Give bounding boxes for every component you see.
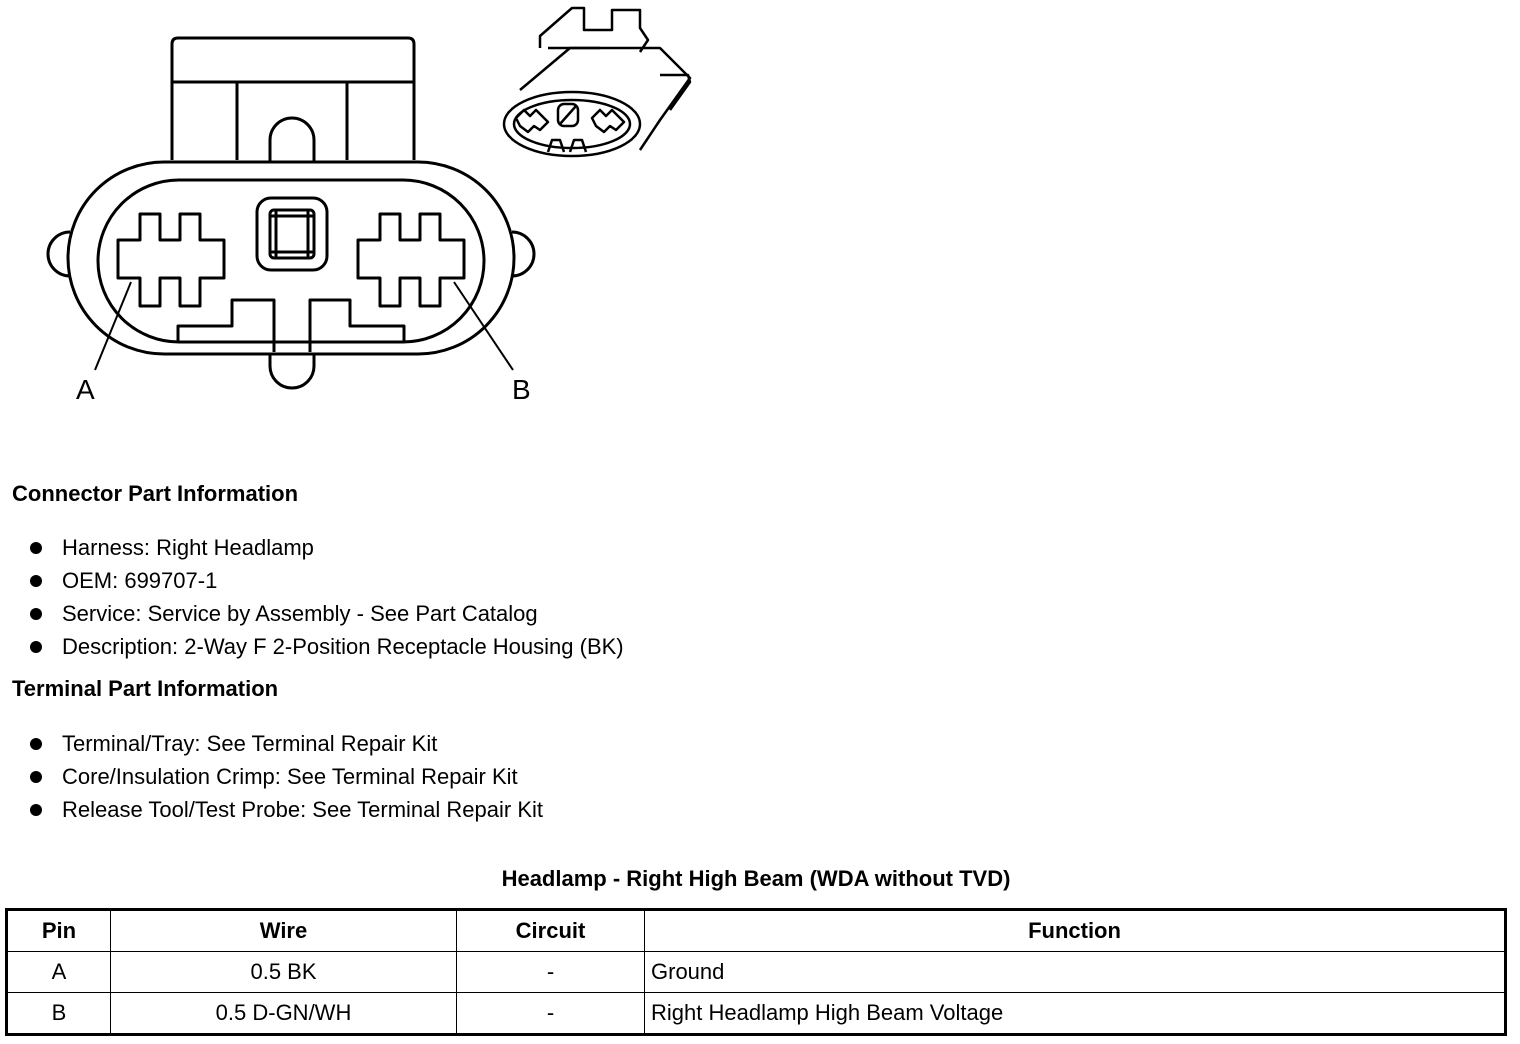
table-row: A 0.5 BK - Ground: [6, 951, 1506, 993]
center-key-outer: [255, 196, 329, 272]
oem-text: OEM: 699707-1: [62, 568, 218, 593]
wire-cell: 0.5 BK: [110, 951, 457, 993]
bullet-icon: [30, 641, 42, 653]
harness-text: Harness: Right Headlamp: [62, 535, 314, 560]
leader-line-b: [453, 281, 514, 371]
pin-cell: A: [6, 951, 111, 993]
terminal-a-cavity: [116, 212, 226, 308]
left-ear: [46, 230, 71, 278]
center-key-inner: [268, 208, 316, 260]
terminal-b-label: B: [512, 374, 531, 405]
list-item: Description: 2-Way F 2-Position Receptac…: [30, 630, 624, 663]
circuit-cell: -: [456, 992, 645, 1035]
table-header-row: Pin Wire Circuit Function: [6, 909, 1506, 952]
bottom-bump: [268, 352, 316, 390]
service-text: Service: Service by Assembly - See Part …: [62, 601, 538, 626]
latch-housing: [170, 36, 416, 160]
list-item: Core/Insulation Crimp: See Terminal Repa…: [30, 760, 543, 793]
wire-column-header: Wire: [110, 909, 457, 952]
connector-part-info-list: Harness: Right Headlamp OEM: 699707-1 Se…: [30, 531, 624, 663]
latch-bump: [268, 116, 316, 162]
release-tool-text: Release Tool/Test Probe: See Terminal Re…: [62, 797, 543, 822]
bottom-key-left: [176, 298, 276, 352]
terminal-part-info-heading: Terminal Part Information: [12, 676, 279, 701]
pin-cell: B: [6, 992, 111, 1035]
circuit-column-header: Circuit: [456, 909, 645, 952]
connector-diagram: A B: [46, 6, 692, 405]
terminal-part-info-list: Terminal/Tray: See Terminal Repair Kit C…: [30, 727, 543, 826]
list-item: OEM: 699707-1: [30, 564, 624, 597]
circuit-cell: -: [456, 951, 645, 993]
function-column-header: Function: [644, 909, 1506, 952]
bullet-icon: [30, 575, 42, 587]
terminal-b-cavity: [356, 212, 466, 308]
function-cell: Ground: [644, 951, 1506, 993]
function-cell: Right Headlamp High Beam Voltage: [644, 992, 1506, 1035]
connector-isometric-view: [502, 6, 692, 158]
pin-table-title: Headlamp - Right High Beam (WDA without …: [501, 866, 1011, 891]
terminal-a-label: A: [76, 374, 95, 405]
bullet-icon: [30, 804, 42, 816]
connector-part-info-heading: Connector Part Information: [12, 481, 299, 506]
leader-line-a: [94, 281, 132, 371]
bullet-icon: [30, 542, 42, 554]
list-item: Release Tool/Test Probe: See Terminal Re…: [30, 793, 543, 826]
pin-table: Pin Wire Circuit Function A 0.5 BK - Gro…: [5, 908, 1507, 1036]
bullet-icon: [30, 608, 42, 620]
wire-cell: 0.5 D-GN/WH: [110, 992, 457, 1035]
terminal-tray-text: Terminal/Tray: See Terminal Repair Kit: [62, 731, 438, 756]
list-item: Harness: Right Headlamp: [30, 531, 624, 564]
table-row: B 0.5 D-GN/WH - Right Headlamp High Beam…: [6, 992, 1506, 1035]
pin-column-header: Pin: [6, 909, 111, 952]
list-item: Terminal/Tray: See Terminal Repair Kit: [30, 727, 543, 760]
right-ear: [511, 230, 536, 278]
crimp-text: Core/Insulation Crimp: See Terminal Repa…: [62, 764, 518, 789]
bullet-icon: [30, 738, 42, 750]
bullet-icon: [30, 771, 42, 783]
bottom-key-right: [308, 298, 406, 352]
description-text: Description: 2-Way F 2-Position Receptac…: [62, 634, 624, 659]
list-item: Service: Service by Assembly - See Part …: [30, 597, 624, 630]
